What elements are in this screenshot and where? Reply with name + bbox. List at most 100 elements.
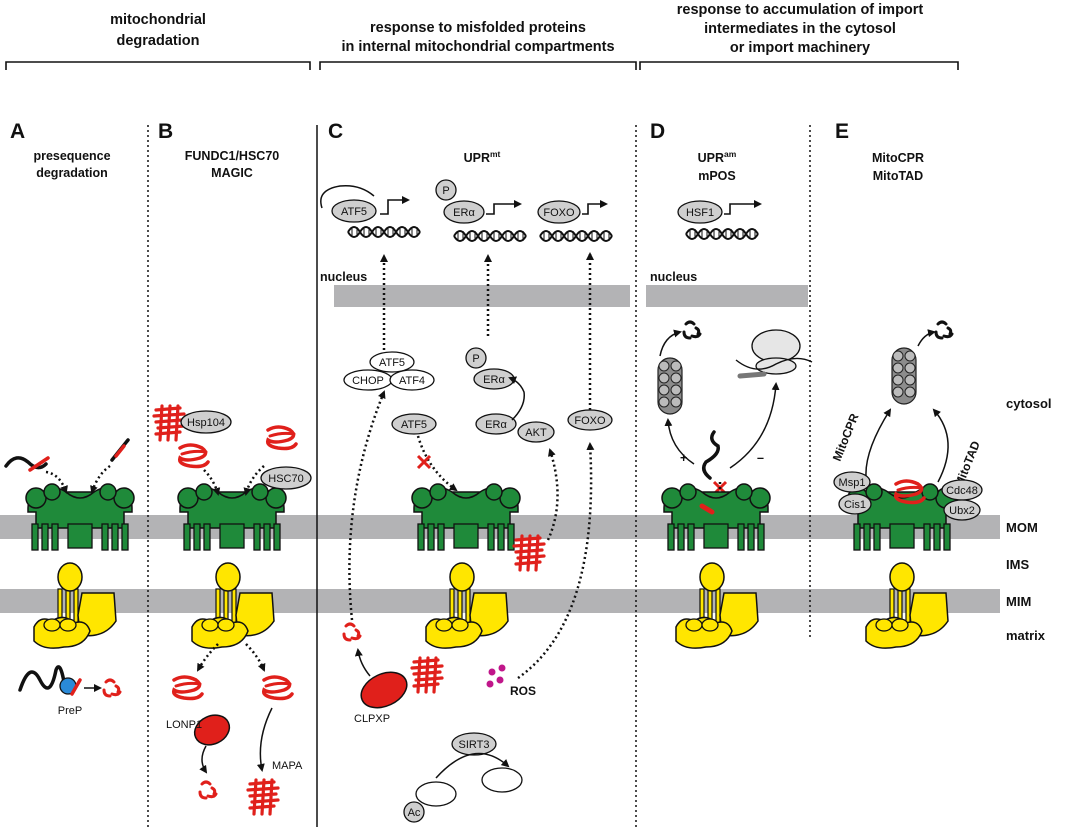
label-hsp104: Hsp104 bbox=[187, 417, 225, 429]
label-mitocpr: MitoCPR bbox=[830, 411, 862, 463]
label-er-alpha: ERα bbox=[485, 419, 507, 431]
arrow-lonp1 bbox=[199, 745, 208, 774]
label-atf5-import: ATF5 bbox=[401, 419, 427, 431]
arrow-sirt3 bbox=[435, 752, 510, 779]
label-akt: AKT bbox=[525, 427, 547, 439]
panel-e-title-2: MitoTAD bbox=[873, 169, 923, 183]
ribosome-small bbox=[755, 357, 797, 375]
label-ac: Ac bbox=[408, 807, 421, 819]
tom-complex-e bbox=[847, 483, 957, 551]
arrow-plus-d bbox=[664, 418, 695, 465]
misfolded-matrix-b-right bbox=[261, 675, 294, 701]
ros-dot-1 bbox=[488, 668, 496, 676]
deacetylated-protein bbox=[481, 767, 523, 793]
phospho-er-cyto bbox=[465, 347, 487, 369]
dna-foxo bbox=[539, 230, 613, 242]
bracket-misfolded bbox=[319, 61, 637, 70]
panel-d-title-sup: am bbox=[724, 149, 737, 159]
arrow-ims-to-akt bbox=[546, 448, 559, 541]
label-plus: + bbox=[680, 451, 687, 465]
header-misfolded-line2: in internal mitochondrial compartments bbox=[341, 39, 614, 55]
label-clpxp: CLPXP bbox=[354, 713, 390, 725]
label-ims: IMS bbox=[1006, 557, 1029, 572]
misfolded-b-right bbox=[265, 425, 298, 451]
label-cytosol: cytosol bbox=[1006, 396, 1052, 411]
header-accumulation-line2: intermediates in the cytosol bbox=[704, 21, 896, 37]
arrow-mitotad bbox=[932, 408, 949, 483]
label-foxo-nuclear: FOXO bbox=[543, 207, 575, 219]
panel-a-title-1: presequence bbox=[33, 149, 110, 163]
panel-letter-e: E bbox=[835, 120, 849, 143]
header-misfolded-line1: response to misfolded proteins bbox=[370, 20, 586, 36]
arrow-b-left bbox=[203, 469, 221, 496]
label-atf5-nuclear: ATF5 bbox=[341, 206, 367, 218]
hsp104-oval bbox=[180, 410, 232, 434]
panel-letter-d: D bbox=[650, 120, 665, 143]
label-hsf1: HSF1 bbox=[686, 207, 714, 219]
panel-d-title-main: UPR bbox=[698, 151, 724, 165]
label-prep: PreP bbox=[58, 705, 82, 717]
arrow-b-matrix-right bbox=[245, 643, 266, 672]
clpxp-protease bbox=[360, 671, 408, 709]
label-p-er: P bbox=[442, 185, 449, 197]
stalled-precursor-d bbox=[702, 430, 720, 480]
arrow-fragments-to-chop bbox=[348, 390, 386, 621]
presequence-a-left bbox=[28, 456, 50, 472]
dna-atf5 bbox=[347, 226, 421, 238]
nascent-peptide bbox=[737, 371, 767, 379]
label-sirt3: SIRT3 bbox=[459, 739, 490, 751]
atf5-import-oval bbox=[391, 413, 437, 435]
ims-aggregate-c bbox=[512, 534, 546, 572]
panel-c-title-main: UPR bbox=[464, 151, 490, 165]
label-ros: ROS bbox=[510, 684, 536, 698]
label-chop: CHOP bbox=[352, 375, 384, 387]
ubx2-oval bbox=[943, 499, 981, 521]
fragments-e bbox=[934, 320, 954, 340]
label-nucleus-c: nucleus bbox=[320, 270, 367, 284]
misfolded-matrix-b-left bbox=[171, 675, 204, 701]
label-minus: – bbox=[757, 451, 764, 465]
ros-dot-3 bbox=[486, 680, 494, 688]
panel-d-title-2: mPOS bbox=[698, 169, 736, 183]
presequence-a-right bbox=[114, 444, 126, 458]
panel-c-title-sup: mt bbox=[490, 149, 501, 159]
arrow-proteasome-e bbox=[917, 329, 936, 347]
tx-arrow-foxo bbox=[582, 200, 608, 215]
matrix-protein-a bbox=[18, 665, 66, 692]
matrix-aggregate-c bbox=[410, 656, 444, 694]
panel-a-title-2: degradation bbox=[36, 166, 108, 180]
dna-hsf1 bbox=[685, 228, 759, 240]
label-mom: MOM bbox=[1006, 520, 1038, 535]
arrow-atf5-import bbox=[416, 435, 458, 492]
proteasome-d bbox=[657, 357, 683, 415]
label-lonp1: LONP1 bbox=[166, 719, 202, 731]
mrna-d bbox=[735, 357, 813, 370]
foxo-oval bbox=[567, 409, 613, 431]
label-msp1: Msp1 bbox=[839, 477, 866, 489]
aggregate-mapa bbox=[246, 778, 280, 816]
ros-dot-4 bbox=[498, 664, 506, 672]
header-accumulation-line1: response to accumulation of import bbox=[677, 2, 924, 18]
label-atf5-complex: ATF5 bbox=[379, 357, 405, 369]
fragments-lonp1 bbox=[198, 780, 218, 800]
hsc70-oval bbox=[260, 466, 312, 490]
lonp1-protease bbox=[193, 714, 231, 746]
msp1-oval bbox=[833, 471, 871, 493]
ribosome-large bbox=[751, 329, 801, 363]
arrow-minus-d bbox=[729, 382, 780, 469]
panel-letter-c: C bbox=[328, 120, 343, 143]
header-mito-degradation-line1: mitochondrial bbox=[110, 12, 206, 28]
akt-oval bbox=[517, 421, 555, 443]
panel-e-title-1: MitoCPR bbox=[872, 151, 924, 165]
er-alpha-nuclear-oval bbox=[443, 200, 485, 224]
fragments-d bbox=[682, 320, 702, 340]
arrow-b-right bbox=[243, 465, 265, 496]
tom-complex-d bbox=[661, 483, 771, 551]
label-nucleus-d: nucleus bbox=[650, 270, 697, 284]
label-er-alpha-nuclear: ERα bbox=[453, 207, 475, 219]
arrow-proteasome-d bbox=[659, 329, 682, 357]
label-mapa: MAPA bbox=[272, 760, 303, 772]
arrow-b-matrix-left bbox=[196, 643, 219, 672]
arrow-clpxp bbox=[354, 648, 371, 677]
